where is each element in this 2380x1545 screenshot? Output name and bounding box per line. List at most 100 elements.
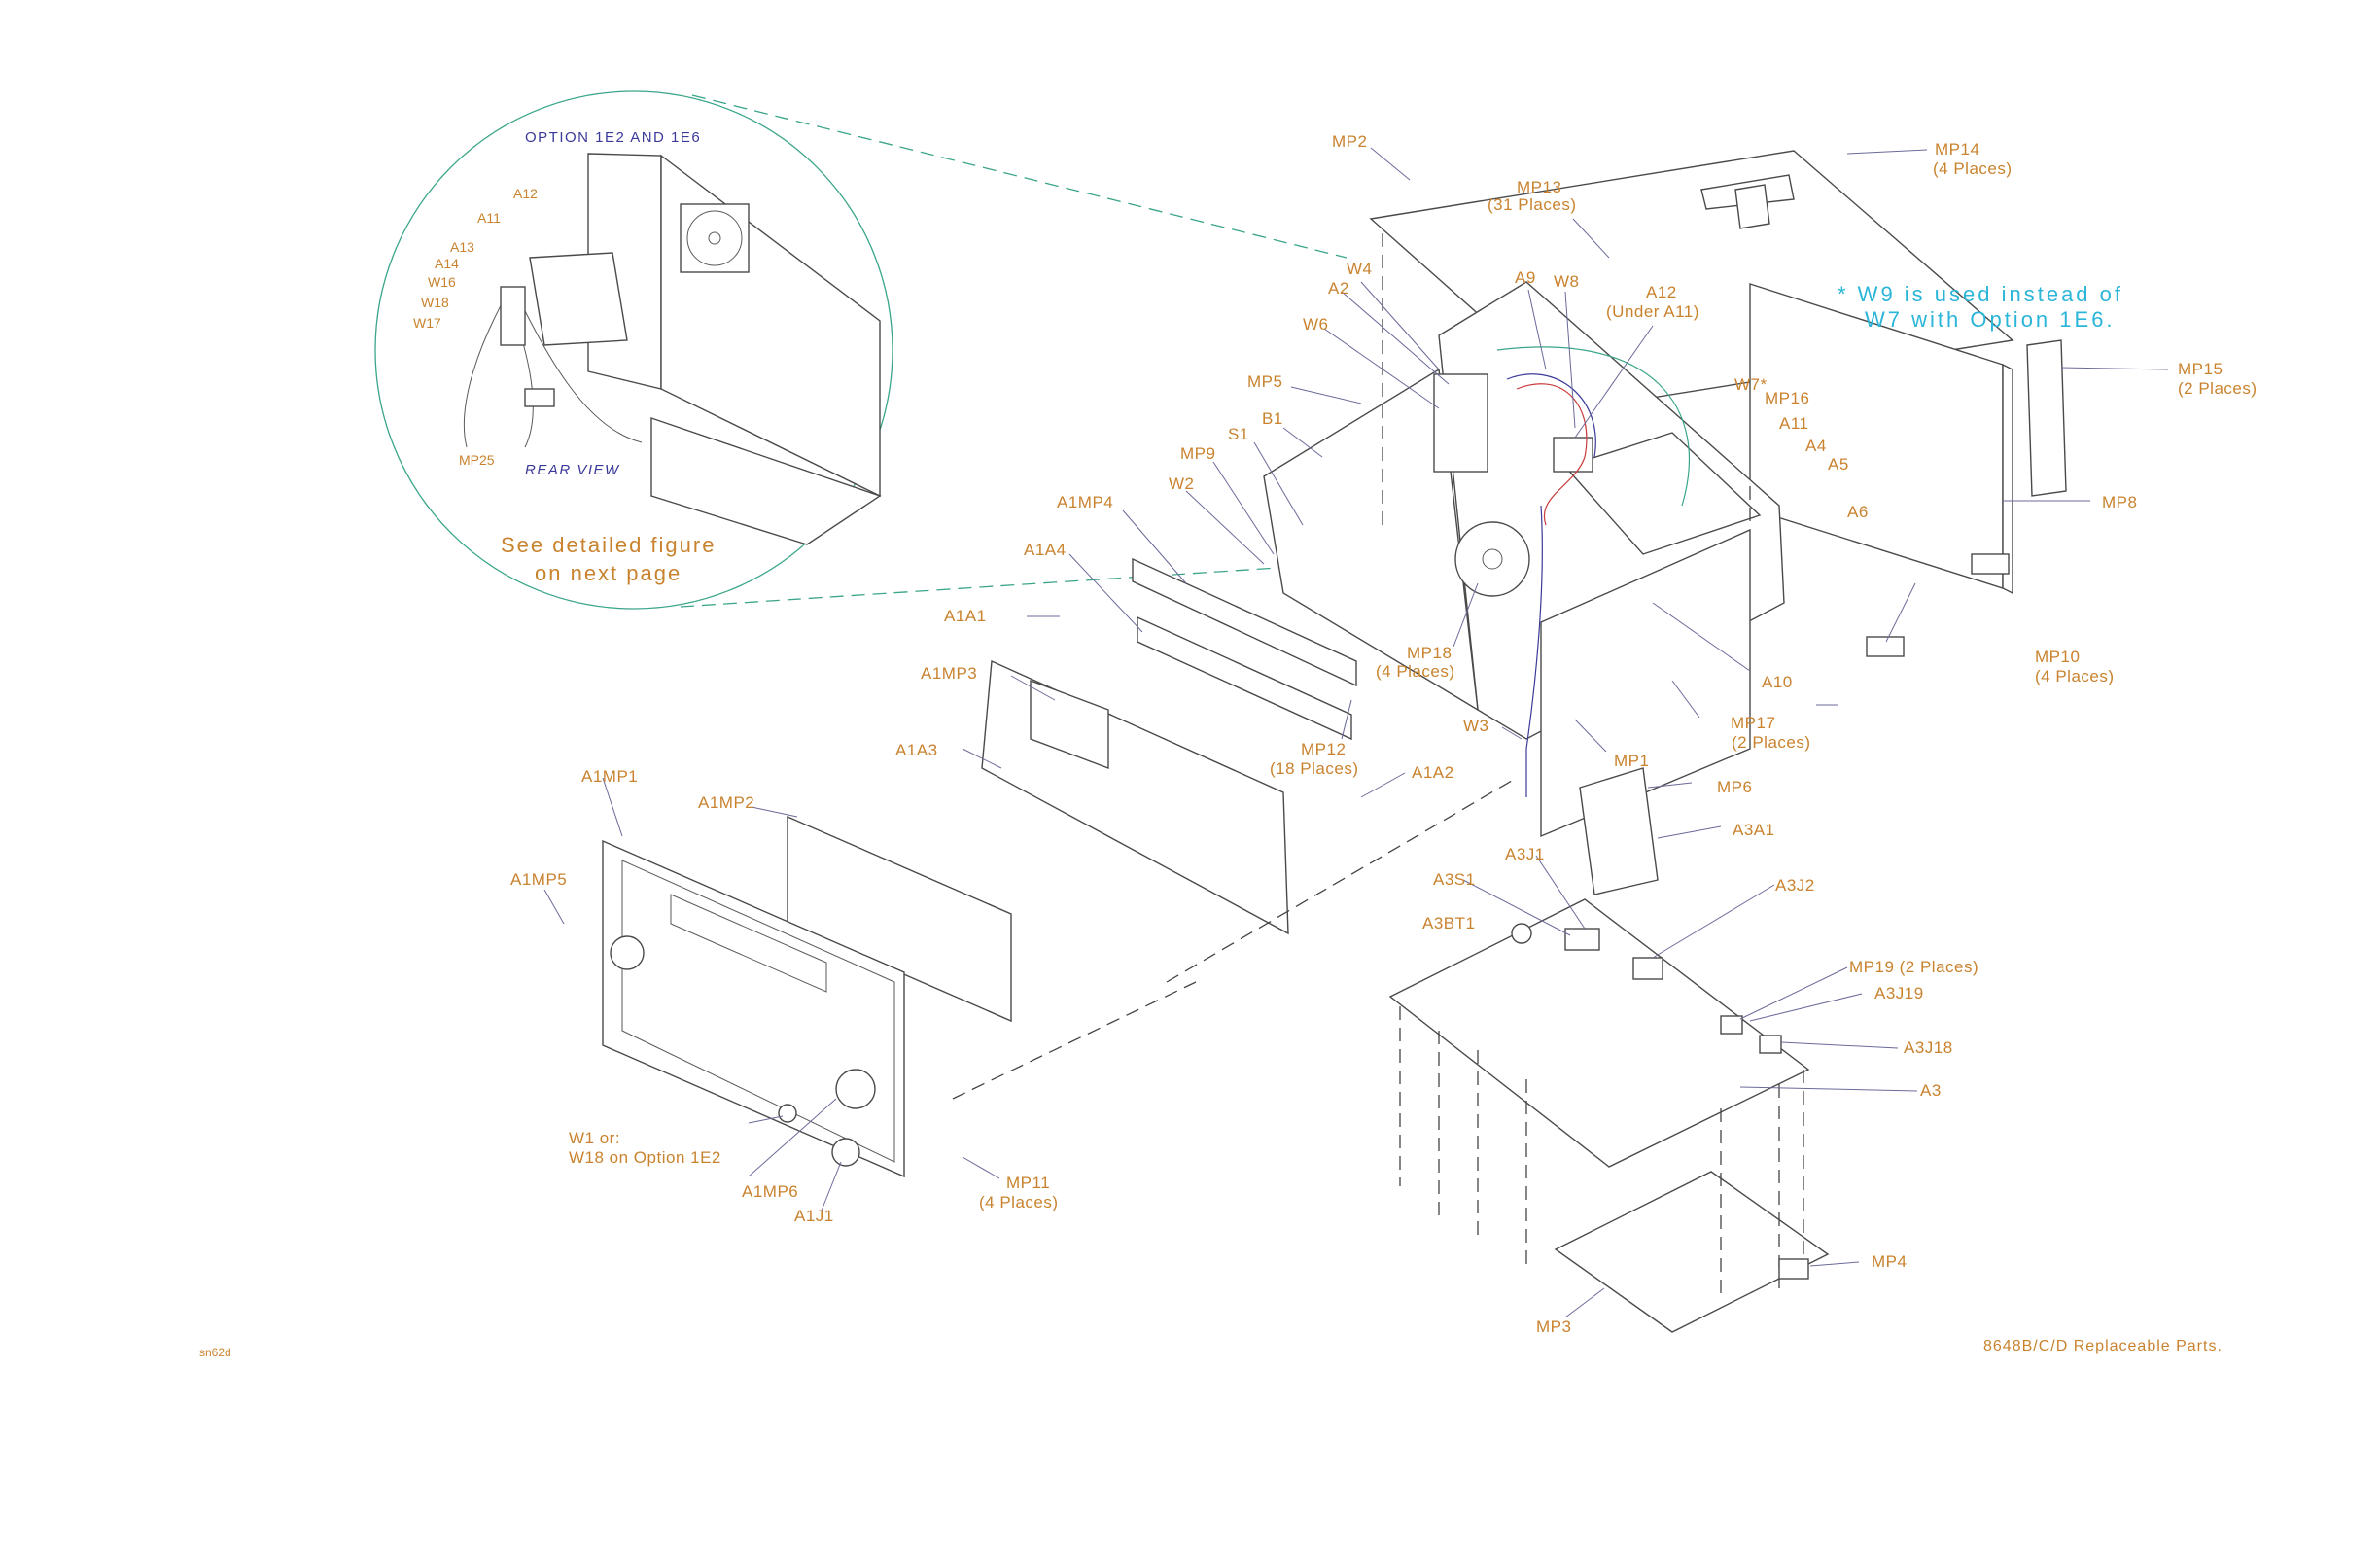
leader-a1a2	[1360, 772, 1406, 798]
label-a1a2: A1A2	[1412, 763, 1454, 782]
inset-title: OPTION 1E2 AND 1E6	[525, 129, 701, 146]
option-note-line1: * W9 is used instead of	[1838, 282, 2123, 306]
label-a1mp4: A1MP4	[1057, 493, 1113, 511]
leader-mp9	[1212, 461, 1275, 555]
label-a1a3: A1A3	[895, 741, 938, 759]
inset-small-board	[524, 388, 555, 407]
handle-mp15	[2026, 339, 2067, 497]
label-mp17: MP17	[1731, 714, 1775, 732]
front-assembly	[602, 557, 1518, 1178]
front-panel-display-window	[670, 894, 827, 993]
label-a1mp5: A1MP5	[510, 870, 567, 889]
inset-leader-bottom	[680, 551, 1518, 608]
label-mp1: MP1	[1614, 752, 1649, 770]
label-mp2: MP2	[1332, 132, 1367, 151]
leader-w8	[1564, 291, 1576, 429]
wire-w8	[1516, 383, 1588, 526]
front-knob-rotary	[835, 1069, 876, 1109]
label-a9: A9	[1515, 268, 1536, 287]
label-mp11-qty: (4 Places)	[979, 1193, 1059, 1211]
label-a3j18: A3J18	[1904, 1038, 1953, 1057]
chassis-side-panel-mp1	[1540, 528, 1751, 838]
label-w1: W1 or:	[569, 1129, 620, 1147]
label-mp12-qty: (18 Places)	[1270, 759, 1358, 778]
leader-a1mp5	[543, 889, 565, 925]
label-mp14: MP14	[1935, 140, 1979, 158]
label-mp12: MP12	[1301, 740, 1346, 758]
leader-a1mp6	[748, 1098, 837, 1177]
part-labels: MP2 MP14 (4 Places) MP13 (31 Places) A9 …	[510, 132, 2257, 1336]
foot-mp10-a	[1971, 553, 2010, 575]
leader-a1mp3	[1010, 675, 1056, 701]
leader-lines	[543, 147, 2169, 1318]
label-mp8: MP8	[2102, 493, 2137, 511]
leader-mp2	[1370, 147, 1411, 181]
inset-label-w18: W18	[421, 295, 449, 310]
label-a3: A3	[1920, 1081, 1942, 1100]
leader-s1	[1253, 441, 1304, 526]
label-a3bt1: A3BT1	[1422, 914, 1475, 932]
leader-w1	[748, 1115, 784, 1124]
bottom-cover-mp3	[1554, 1171, 1830, 1333]
leader-a1a4	[1068, 553, 1143, 633]
label-mp18-qty: (4 Places)	[1376, 662, 1455, 681]
label-a3s1: A3S1	[1433, 870, 1476, 889]
display-bracket-a1mp4	[1132, 557, 1357, 687]
label-a4: A4	[1805, 437, 1827, 455]
leader-a3a1	[1657, 825, 1722, 839]
label-a12: A12	[1646, 283, 1677, 301]
inset-label-w16: W16	[428, 274, 456, 290]
switch-a3s1	[1564, 928, 1600, 951]
label-w4: W4	[1347, 260, 1373, 278]
leader-a10	[1652, 602, 1751, 672]
handle-mp14	[1734, 184, 1770, 229]
inset-label-a11: A11	[477, 210, 501, 226]
inset-cable-3	[463, 296, 507, 448]
leader-a12	[1574, 325, 1654, 439]
inset-a12-module	[529, 252, 628, 346]
leader-b1	[1282, 427, 1323, 458]
bracket-mp4	[1778, 1258, 1809, 1280]
leader-w4	[1360, 281, 1440, 370]
leader-a3j2	[1652, 884, 1775, 959]
green-routing-line	[1496, 346, 1690, 507]
inset-fan-hub	[708, 231, 721, 245]
inset-see-line2: on next page	[535, 561, 682, 585]
file-code: sn62d	[199, 1346, 231, 1359]
label-mp13-qty: (31 Places)	[1488, 195, 1576, 214]
option-note-line2: W7 with Option 1E6.	[1865, 307, 2116, 332]
leader-w2	[1185, 490, 1265, 565]
leader-mp12	[1341, 699, 1352, 740]
leader-a3s1	[1462, 879, 1571, 936]
label-mp17-qty: (2 Places)	[1732, 733, 1811, 752]
label-mp9: MP9	[1180, 444, 1215, 463]
label-a3j2: A3J2	[1775, 876, 1815, 895]
chassis-front-frame	[1263, 368, 1479, 712]
battery-a3bt1	[1511, 923, 1532, 944]
main-chassis	[1263, 150, 2067, 838]
label-mp11: MP11	[1006, 1174, 1050, 1192]
leader-a3j18	[1780, 1041, 1899, 1049]
label-a3j19: A3J19	[1874, 984, 1924, 1002]
label-a1mp2: A1MP2	[698, 793, 754, 812]
bottom-assembly	[1388, 767, 1830, 1333]
leader-a1j1	[821, 1161, 842, 1211]
inset-lower-block	[650, 417, 882, 545]
label-w7: W7*	[1734, 375, 1768, 394]
leader-mp15	[2060, 367, 2169, 370]
leader-mp6	[1647, 782, 1693, 789]
label-a2: A2	[1328, 279, 1349, 298]
inset-label-mp25: MP25	[459, 452, 495, 468]
label-mp10-qty: (4 Places)	[2035, 667, 2115, 685]
label-a3a1: A3A1	[1732, 821, 1775, 839]
label-mp13: MP13	[1517, 178, 1561, 196]
leader-mp13	[1572, 218, 1610, 259]
label-mp14-qty: (4 Places)	[1933, 159, 2012, 178]
fan-b1	[1454, 521, 1530, 597]
board-a1a3	[981, 659, 1289, 935]
option-inset: OPTION 1E2 AND 1E6 A12 A11 A13 A14 W16 W…	[374, 90, 1518, 610]
leader-a3j19	[1749, 993, 1863, 1022]
inset-label-a13: A13	[450, 239, 474, 255]
label-a1a1: A1A1	[944, 607, 987, 625]
front-rf-output-jack	[831, 1138, 860, 1167]
